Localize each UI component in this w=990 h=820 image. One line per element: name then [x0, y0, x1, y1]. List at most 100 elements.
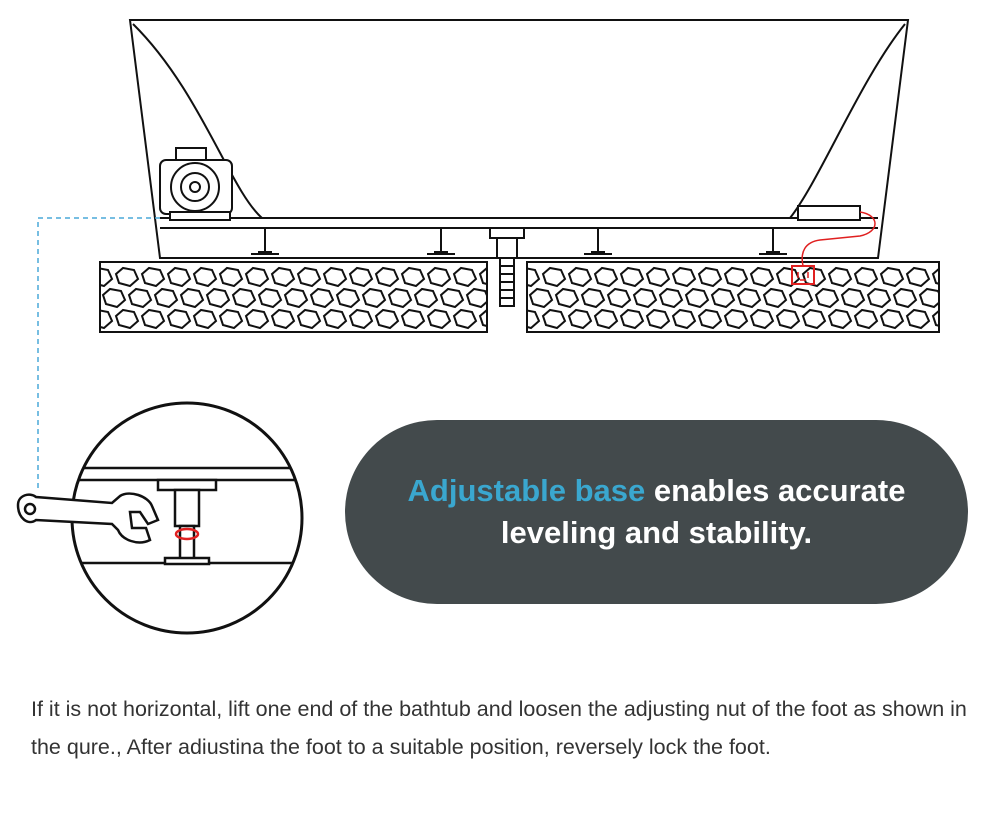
- stone: [140, 266, 166, 288]
- stone: [554, 287, 580, 309]
- stone: [918, 287, 939, 309]
- callout-highlight: Adjustable base: [407, 473, 646, 508]
- stone: [400, 266, 426, 288]
- stone: [775, 266, 801, 288]
- stone: [827, 266, 853, 288]
- stone: [853, 308, 879, 330]
- stone: [840, 287, 866, 309]
- stone: [853, 266, 879, 288]
- stone: [100, 267, 114, 288]
- stone: [100, 309, 114, 330]
- stone: [710, 287, 736, 309]
- stone: [400, 308, 426, 330]
- stone: [166, 266, 192, 288]
- stone: [697, 266, 723, 288]
- stone: [283, 287, 309, 309]
- stone: [192, 266, 218, 288]
- stone: [879, 266, 905, 288]
- stone: [814, 287, 840, 309]
- stone: [478, 308, 487, 328]
- stone: [619, 308, 645, 330]
- stone: [905, 308, 931, 330]
- stone: [114, 266, 140, 288]
- stone: [270, 308, 296, 330]
- stone: [606, 287, 632, 309]
- stone: [114, 308, 140, 330]
- stone: [632, 287, 658, 309]
- stone: [528, 287, 554, 309]
- stone: [127, 287, 153, 309]
- stone: [257, 287, 283, 309]
- stone: [645, 266, 671, 288]
- stone: [426, 266, 452, 288]
- stone: [775, 308, 801, 330]
- stone: [244, 308, 270, 330]
- guide-line: [37, 217, 160, 492]
- stone: [348, 266, 374, 288]
- stone: [931, 309, 939, 327]
- stone: [140, 308, 166, 330]
- stone: [153, 287, 179, 309]
- stone: [749, 266, 775, 288]
- drain-pump-drawing: [489, 227, 525, 307]
- stone: [527, 309, 541, 330]
- stone: [671, 266, 697, 288]
- bathtub-drawing: [128, 19, 910, 307]
- stone: [892, 287, 918, 309]
- stone: [179, 287, 205, 309]
- stone: [866, 287, 892, 309]
- stone: [270, 266, 296, 288]
- stone: [749, 308, 775, 330]
- stone: [567, 308, 593, 330]
- stone: [736, 287, 762, 309]
- stone: [205, 287, 231, 309]
- stone: [218, 266, 244, 288]
- instruction-caption: If it is not horizontal, lift one end of…: [31, 697, 967, 759]
- stone: [413, 287, 439, 309]
- stone: [335, 287, 361, 309]
- stone: [296, 266, 322, 288]
- callout-line-1-rest: enables accurate: [645, 473, 906, 508]
- wrench-icon: [16, 492, 160, 544]
- stone: [101, 287, 127, 309]
- stone: [361, 287, 387, 309]
- stone: [723, 308, 749, 330]
- stone: [296, 308, 322, 330]
- stone: [465, 287, 487, 309]
- stone: [541, 308, 567, 330]
- stone: [348, 308, 374, 330]
- stone: [801, 308, 827, 330]
- stone: [439, 287, 465, 309]
- stone: [244, 266, 270, 288]
- callout-line-1: Adjustable base enables accurate: [408, 470, 906, 512]
- stone-floor-drawing: [99, 261, 968, 333]
- stone: [931, 267, 939, 285]
- stone: [697, 308, 723, 330]
- adjustable-feet: [251, 228, 787, 255]
- stone: [762, 287, 788, 309]
- stone: [231, 287, 257, 309]
- stone: [946, 289, 968, 307]
- stone: [374, 266, 400, 288]
- stone: [593, 266, 619, 288]
- stone: [619, 266, 645, 288]
- feature-callout: Adjustable base enables accurate levelin…: [345, 420, 968, 604]
- stone: [426, 308, 452, 330]
- stone: [684, 287, 710, 309]
- stone: [541, 266, 567, 288]
- stone: [645, 308, 671, 330]
- stone: [580, 287, 606, 309]
- stone: [567, 266, 593, 288]
- stone: [387, 287, 413, 309]
- stone: [671, 308, 697, 330]
- stone: [374, 308, 400, 330]
- stone: [905, 266, 931, 288]
- stone: [879, 308, 905, 330]
- adjustable-foot-detail: [70, 401, 304, 635]
- stone: [166, 308, 192, 330]
- stone: [452, 308, 478, 330]
- stone: [827, 308, 853, 330]
- stone: [527, 267, 541, 288]
- stone: [322, 266, 348, 288]
